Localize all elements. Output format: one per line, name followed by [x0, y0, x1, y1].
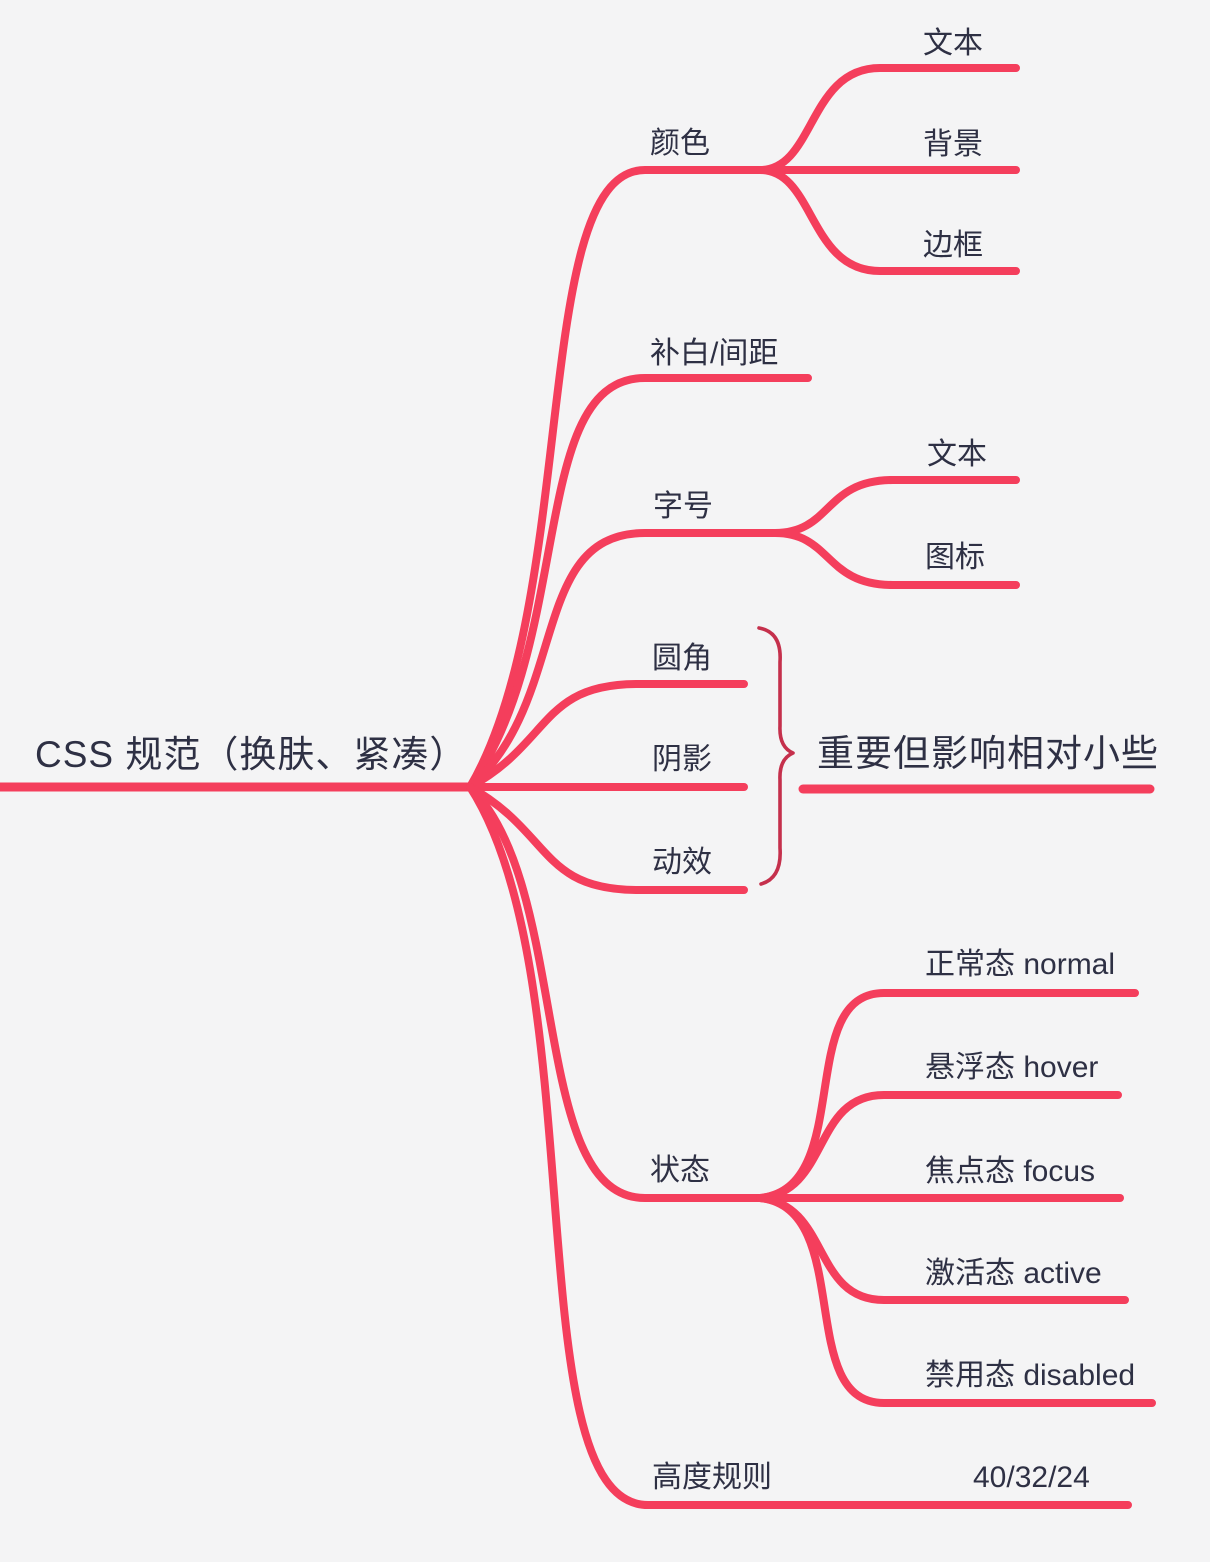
branch-line-color-text: [756, 64, 1020, 174]
branch-line-height-rule: [466, 783, 1132, 1509]
branch-line-padding-spacing: [466, 374, 812, 791]
branch-line-font-size-text: [771, 476, 1020, 537]
curly-brace: [757, 626, 795, 886]
node-height-rule[interactable]: 高度规则: [652, 1461, 772, 1494]
root-node[interactable]: CSS 规范（换肤、紧凑）: [35, 734, 468, 775]
node-font-size-text[interactable]: 文本: [927, 438, 987, 471]
branch-line-border-radius: [466, 680, 748, 791]
node-color-border[interactable]: 边框: [923, 229, 983, 262]
annotation-label[interactable]: 重要但影响相对小些: [817, 733, 1159, 774]
node-color-background[interactable]: 背景: [923, 128, 983, 161]
node-state-active[interactable]: 激活态 active: [925, 1257, 1102, 1290]
node-state-normal[interactable]: 正常态 normal: [925, 948, 1116, 981]
node-font-size-icon[interactable]: 图标: [925, 541, 985, 574]
node-padding-spacing[interactable]: 补白/间距: [650, 337, 779, 370]
node-state-focus[interactable]: 焦点态 focus: [925, 1155, 1096, 1188]
node-height-values[interactable]: 40/32/24: [973, 1461, 1090, 1494]
node-color[interactable]: 颜色: [650, 127, 710, 160]
branch-line-state: [466, 783, 764, 1202]
node-state[interactable]: 状态: [650, 1154, 710, 1187]
branch-line-motion: [466, 783, 748, 894]
node-state-disabled[interactable]: 禁用态 disabled: [925, 1359, 1136, 1392]
branch-line-color-border: [756, 166, 1020, 275]
branch-line-font-size: [466, 529, 779, 791]
node-motion[interactable]: 动效: [652, 846, 712, 879]
node-shadow[interactable]: 阴影: [652, 743, 712, 776]
node-border-radius[interactable]: 圆角: [652, 642, 712, 675]
branch-line-state-disabled: [756, 1194, 1156, 1407]
branch-line-state-hover: [756, 1091, 1122, 1202]
branch-line-font-size-icon: [771, 529, 1020, 589]
branch-line-color: [466, 166, 764, 791]
node-font-size[interactable]: 字号: [653, 490, 713, 523]
node-state-hover[interactable]: 悬浮态 hover: [925, 1051, 1099, 1084]
node-color-text[interactable]: 文本: [923, 27, 983, 60]
